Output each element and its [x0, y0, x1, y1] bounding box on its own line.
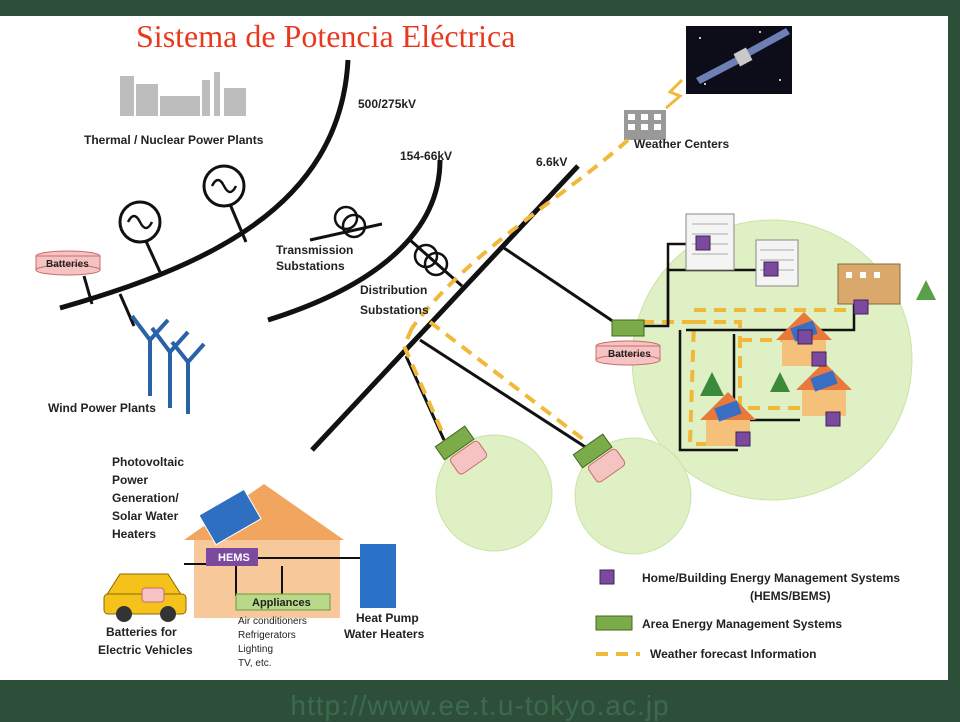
- transmission-label: Transmission: [276, 243, 353, 257]
- source-url: http://www.ee.t.u-tokyo.ac.jp: [290, 690, 670, 721]
- appliance-item: Refrigerators: [238, 630, 296, 641]
- voltage-6-6-label: 6.6kV: [536, 155, 567, 169]
- hems-box: [206, 548, 258, 566]
- ev-batteries-label-2: Electric Vehicles: [98, 643, 193, 657]
- distribution-transformer-icon: [413, 243, 449, 277]
- line-6-6kv: [310, 164, 580, 452]
- batteries-label: Batteries: [46, 259, 89, 270]
- legend-hems-label: Home/Building Energy Management Systems: [642, 571, 900, 585]
- slide-title: Sistema de Potencia Eléctrica: [136, 18, 516, 54]
- electric-vehicle-icon: [103, 573, 187, 622]
- wind-turbine-icon: [130, 314, 206, 414]
- transmission-transformer-icon: [333, 205, 367, 239]
- community-battery-icon: [595, 340, 661, 366]
- pv-label-2: Power: [112, 473, 148, 487]
- ev-batteries-label: Batteries for: [106, 625, 177, 639]
- signal-bolt-icon: [665, 78, 684, 110]
- legend-hems-swatch: [599, 569, 615, 585]
- slide-side-border: [948, 0, 960, 720]
- heat-pump-label-2: Water Heaters: [344, 627, 425, 641]
- distribution-label-2: Substations: [360, 303, 429, 317]
- pv-label-4: Solar Water: [112, 509, 179, 523]
- transmission-label-2: Substations: [276, 259, 345, 273]
- line-154kv: [267, 159, 443, 323]
- heat-pump-label: Heat Pump: [356, 611, 419, 625]
- area-ems-middle-icon: [572, 433, 626, 483]
- community-batteries-label: Batteries: [608, 349, 651, 360]
- satellite-icon: [686, 26, 792, 94]
- distribution-label: Distribution: [360, 283, 427, 297]
- appliance-item: Air conditioners: [238, 616, 307, 627]
- appliances-box: [235, 593, 331, 611]
- voltage-500-label: 500/275kV: [358, 97, 416, 111]
- hems-label: HEMS: [218, 552, 250, 564]
- legend-area-label: Area Energy Management Systems: [642, 617, 842, 631]
- hems-bems-marker-icon: [695, 235, 869, 447]
- thermal-plant-icon: [120, 72, 246, 116]
- weather-center-building-icon: [624, 110, 666, 140]
- heat-pump-tank-icon: [360, 544, 396, 608]
- voltage-154-label: 154-66kV: [400, 149, 452, 163]
- pv-label-1: Photovoltaic: [112, 455, 184, 469]
- appliances-label: Appliances: [252, 597, 311, 609]
- area-ems-marker-icon: [611, 319, 645, 337]
- slide-canvas: 500/275kV 154-66kV 6.6kV Thermal / Nucle…: [0, 16, 960, 680]
- thermal-plants-label: Thermal / Nuclear Power Plants: [84, 133, 264, 147]
- legend-weather-label: Weather forecast Information: [650, 647, 816, 661]
- appliance-item: Lighting: [238, 644, 273, 655]
- legend-hems-label-2: (HEMS/BEMS): [750, 589, 831, 603]
- pv-label-3: Generation/: [112, 491, 179, 505]
- area-ems-left-icon: [434, 425, 488, 475]
- battery-storage-icon: [35, 250, 101, 276]
- line-500kv: [59, 59, 351, 311]
- wind-plants-label: Wind Power Plants: [48, 401, 156, 415]
- appliance-item: TV, etc.: [238, 658, 272, 669]
- weather-centers-label: Weather Centers: [634, 137, 729, 151]
- legend-area-swatch: [595, 615, 633, 631]
- pv-label-5: Heaters: [112, 527, 156, 541]
- power-system-diagram: 500/275kV 154-66kV 6.6kV Thermal / Nucle…: [35, 26, 936, 669]
